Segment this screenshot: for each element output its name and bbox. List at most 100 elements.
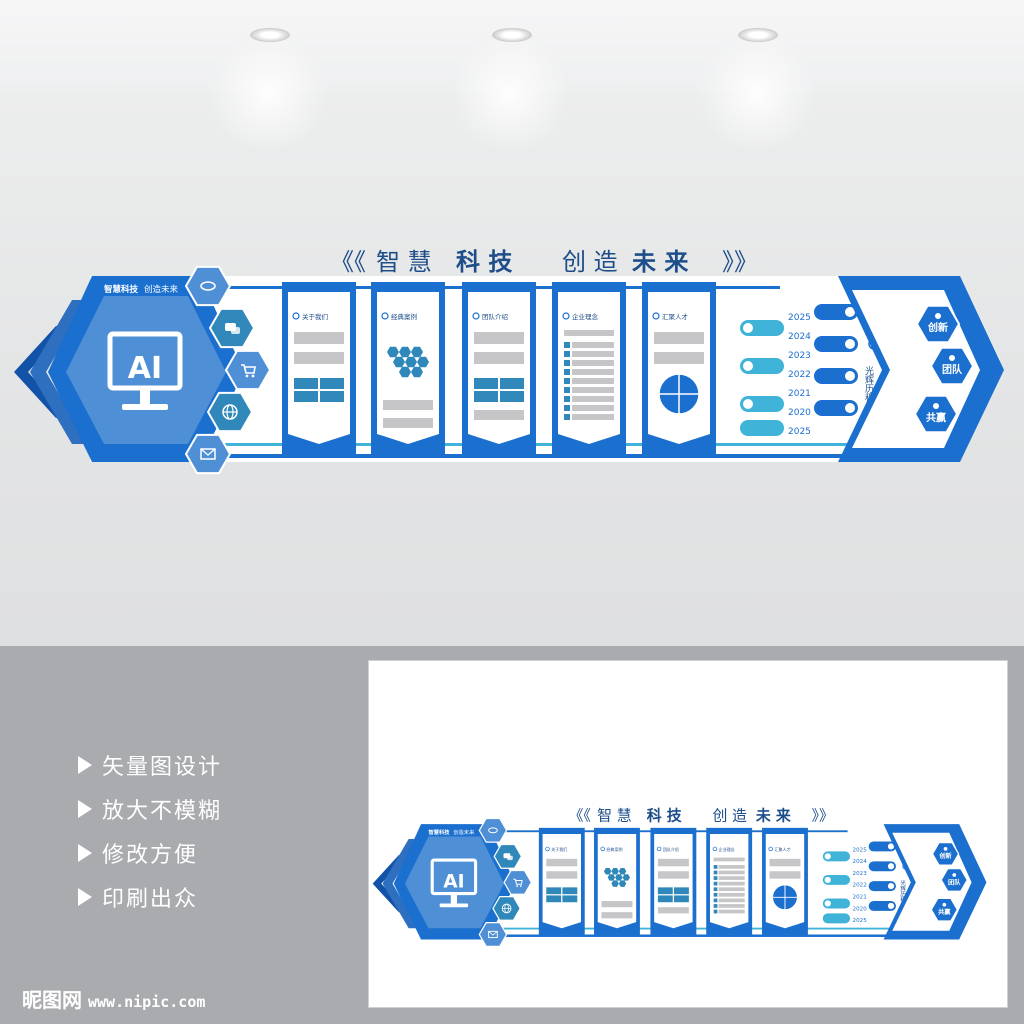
panel-title: 经典案例 bbox=[391, 312, 417, 321]
value-label: 创新 bbox=[927, 321, 948, 334]
headline-part2: 科 技 bbox=[456, 248, 513, 276]
text-block bbox=[769, 871, 801, 879]
timeline-year: 2024 bbox=[788, 332, 811, 342]
culture-wall-design: 《《 智 慧 科 技 创 造 未 来 》》 智慧科技 创造未来 AI 关于我们经… bbox=[14, 248, 1004, 475]
ai-hexagon bbox=[66, 296, 226, 444]
left-title-b: 创造未来 bbox=[453, 828, 475, 836]
text-block bbox=[713, 857, 745, 862]
list-line bbox=[572, 360, 614, 366]
logo-text: 昵图网 bbox=[22, 988, 82, 1012]
honeycomb-cell bbox=[387, 346, 399, 358]
panel-title: 团队介绍 bbox=[482, 312, 509, 321]
value-hexagon: 共赢 bbox=[930, 897, 959, 922]
site-url: www.nipic.com bbox=[88, 993, 206, 1011]
feature-item: 修改方便 bbox=[78, 838, 198, 868]
list-bullet bbox=[564, 387, 570, 393]
honeycomb-cell bbox=[618, 880, 627, 887]
value-label: 共赢 bbox=[926, 411, 946, 424]
pen-icon bbox=[935, 313, 941, 319]
list-bullet bbox=[713, 898, 718, 903]
timeline-dot bbox=[887, 902, 895, 910]
mail-icon bbox=[184, 433, 232, 475]
timeline-dot bbox=[887, 883, 895, 890]
panel-inner bbox=[542, 834, 581, 929]
timeline-year: 2022 bbox=[853, 883, 867, 889]
grid-cell bbox=[500, 391, 524, 402]
timeline-tab bbox=[868, 841, 896, 852]
hex-shadow bbox=[14, 326, 70, 418]
list-line bbox=[718, 887, 745, 892]
wall-mockup: 《《 智 慧 科 技 创 造 未 来 》》 智慧科技 创造未来 AI 关于我们经… bbox=[0, 0, 1024, 632]
list-line bbox=[718, 881, 745, 886]
timeline-dot bbox=[845, 307, 855, 317]
preview-copy: 《《智 慧科 技创 造未 来》》智慧科技创造未来 AI关于我们经典案例团队介绍企… bbox=[372, 806, 987, 947]
timeline-tab bbox=[822, 874, 851, 885]
panel-title: 关于我们 bbox=[302, 312, 328, 321]
hex-shadow bbox=[382, 839, 419, 929]
cloud-icon bbox=[478, 817, 508, 843]
text-block bbox=[657, 858, 689, 867]
wheel bbox=[516, 885, 519, 887]
cart-shape bbox=[241, 364, 256, 374]
envelope bbox=[200, 448, 216, 460]
timeline-dot bbox=[743, 323, 753, 333]
text-block bbox=[769, 858, 801, 867]
content-panel: 经典案例 bbox=[594, 827, 640, 935]
cloud-shape bbox=[200, 281, 216, 291]
list-bullet bbox=[713, 870, 718, 875]
timeline-year: 2025 bbox=[788, 427, 811, 437]
globe-icon bbox=[206, 391, 254, 433]
honeycomb-cell bbox=[603, 868, 612, 875]
list-line bbox=[718, 876, 745, 880]
content-panel: 汇聚人才 bbox=[762, 827, 808, 935]
text-block bbox=[564, 330, 614, 336]
text-block bbox=[546, 871, 578, 879]
headline-part1: 智 慧 bbox=[597, 806, 632, 824]
list-bullet bbox=[564, 414, 570, 420]
monitor-icon bbox=[107, 331, 183, 410]
content-panel: 企业理念 bbox=[552, 282, 626, 454]
content-panel: 汇聚人才 bbox=[642, 282, 716, 454]
wheel bbox=[245, 374, 249, 378]
honeycomb-cell bbox=[393, 356, 405, 368]
panel-bullet-icon bbox=[768, 846, 773, 852]
list-bullet bbox=[564, 360, 570, 366]
icon-hexagon bbox=[503, 869, 533, 895]
headline-part2: 科 技 bbox=[647, 806, 682, 824]
pen-icon bbox=[943, 847, 948, 851]
history-label: 光辉历程 bbox=[863, 365, 874, 403]
history-label: 光辉历程 bbox=[899, 879, 906, 904]
headline-suffix: 》》 bbox=[812, 806, 834, 824]
list-bullet bbox=[713, 881, 718, 886]
headline-part4: 未 来 bbox=[632, 248, 689, 276]
bubble bbox=[231, 327, 240, 334]
timeline-dot bbox=[845, 339, 855, 349]
feature-item: 放大不模糊 bbox=[78, 794, 222, 824]
grid-cell bbox=[320, 378, 344, 389]
globe-icon bbox=[492, 895, 521, 921]
timeline-year: 2021 bbox=[853, 895, 868, 901]
list-line bbox=[572, 396, 614, 402]
panel-inner bbox=[288, 292, 350, 444]
grid-cell bbox=[474, 391, 498, 402]
grid-cell bbox=[474, 378, 498, 389]
icon-hexagon bbox=[184, 433, 232, 475]
hex-shadow bbox=[30, 300, 88, 444]
value-label: 团队 bbox=[942, 363, 963, 376]
panel-bullet-icon bbox=[381, 312, 389, 320]
cloud-shape bbox=[488, 827, 498, 834]
list-line bbox=[572, 405, 614, 411]
list-bullet bbox=[564, 378, 570, 384]
text-block bbox=[474, 352, 524, 364]
headline-prefix: 《《 bbox=[330, 248, 366, 276]
list-line bbox=[572, 369, 614, 375]
text-block bbox=[474, 410, 524, 420]
triangle-bullet-icon bbox=[78, 844, 92, 862]
timeline-dot bbox=[824, 876, 831, 884]
honeycomb-cell bbox=[611, 868, 619, 875]
list-bullet bbox=[713, 909, 718, 914]
honeycomb-cell bbox=[405, 356, 417, 368]
panel-bullet-icon bbox=[562, 312, 570, 320]
content-panel: 企业理念 bbox=[706, 827, 753, 935]
honeycomb-cell bbox=[607, 874, 616, 881]
